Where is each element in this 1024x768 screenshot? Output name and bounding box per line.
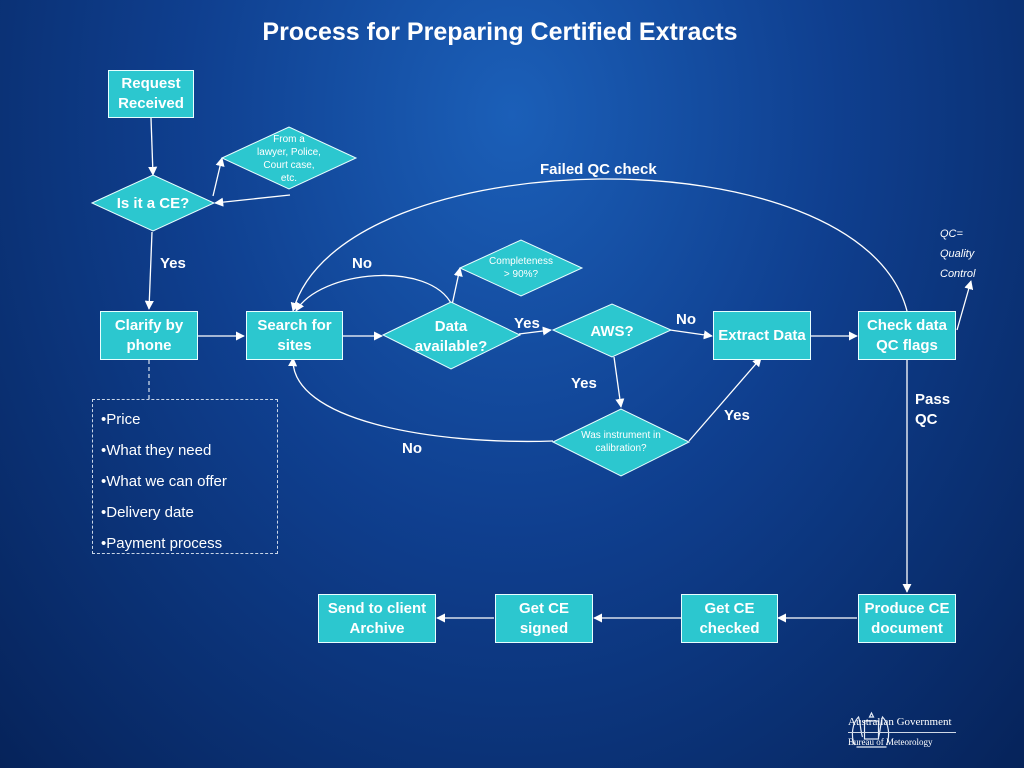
edge-label-yes-aws: Yes [571, 375, 597, 392]
decision-data-available [381, 301, 522, 370]
decision-was-instrument [551, 408, 691, 477]
node-get-ce-signed: Get CE signed [495, 594, 593, 643]
edge-label-no-calibration: No [402, 440, 422, 457]
arrow-check-to-note [956, 280, 974, 331]
decision-from-lawyer [220, 126, 358, 190]
coat-of-arms-logo [851, 711, 890, 748]
page-title: Process for Preparing Certified Extracts [262, 18, 738, 46]
node-produce-ce: Produce CE document [858, 594, 956, 643]
arrow-ce-to-lawyer [212, 157, 225, 197]
footer-gov-line2: Bureau of Meteorology [848, 737, 933, 747]
arrow-data-to-completeness [451, 267, 463, 306]
arrow-lawyer-to-ce [214, 194, 291, 207]
qc-note: QC= Quality Control [940, 228, 976, 280]
clarify-item: •What they need [101, 442, 212, 459]
arrow-calibration-no-loop [288, 357, 554, 443]
edge-label-pass-qc: Pass QC [915, 391, 951, 428]
arrow-data-no-loop [295, 274, 453, 312]
label-is-it-ce: Is it a CE? [116, 194, 190, 212]
node-request-received: Request Received [108, 70, 194, 118]
decision-is-it-ce [90, 174, 216, 232]
edge-label-no-aws: No [676, 311, 696, 328]
clarify-item: •Delivery date [101, 504, 194, 521]
node-search-for-sites: Search for sites [246, 311, 343, 360]
decision-completeness [458, 239, 584, 297]
label-completeness: Completeness > 90%? [489, 256, 553, 280]
node-get-ce-checked: Get CE checked [681, 594, 778, 643]
clarify-details-box: •Price •What they need •What we can offe… [92, 399, 278, 554]
footer-gov-line1: Australian Government [848, 716, 952, 728]
edge-label-yes-calibration: Yes [724, 407, 750, 424]
arrow-request-to-ce [148, 117, 158, 176]
arrow-aws-to-instrument [613, 356, 625, 408]
arrow-data-to-aws [518, 326, 552, 336]
label-from-lawyer: From a lawyer, Police, Court case, etc. [257, 134, 321, 184]
edge-label-no-data: No [352, 255, 372, 272]
label-aws: AWS? [590, 322, 634, 340]
label-was-instrument: Was instrument in calibration? [581, 430, 661, 454]
clarify-item: •Price [101, 411, 141, 428]
arrow-ce-to-clarify [144, 231, 154, 310]
footer-divider [848, 732, 956, 733]
edge-label-failed-qc: Failed QC check [540, 161, 657, 178]
label-data-available: Data available? [414, 318, 488, 355]
node-send-to-client: Send to client Archive [318, 594, 436, 643]
decision-aws [551, 303, 673, 358]
arrow-instrument-to-extract [688, 357, 762, 442]
edge-label-yes-data: Yes [514, 315, 540, 332]
node-clarify-by-phone: Clarify by phone [100, 311, 198, 360]
clarify-item: •What we can offer [101, 473, 227, 490]
clarify-item: •Payment process [101, 535, 223, 552]
node-check-data-qc: Check data QC flags [858, 311, 956, 360]
arrow-aws-to-extract [669, 329, 713, 340]
arrow-failed-qc-loop [290, 178, 908, 312]
node-extract-data: Extract Data [713, 311, 811, 360]
edge-label-yes-ce: Yes [160, 255, 186, 272]
